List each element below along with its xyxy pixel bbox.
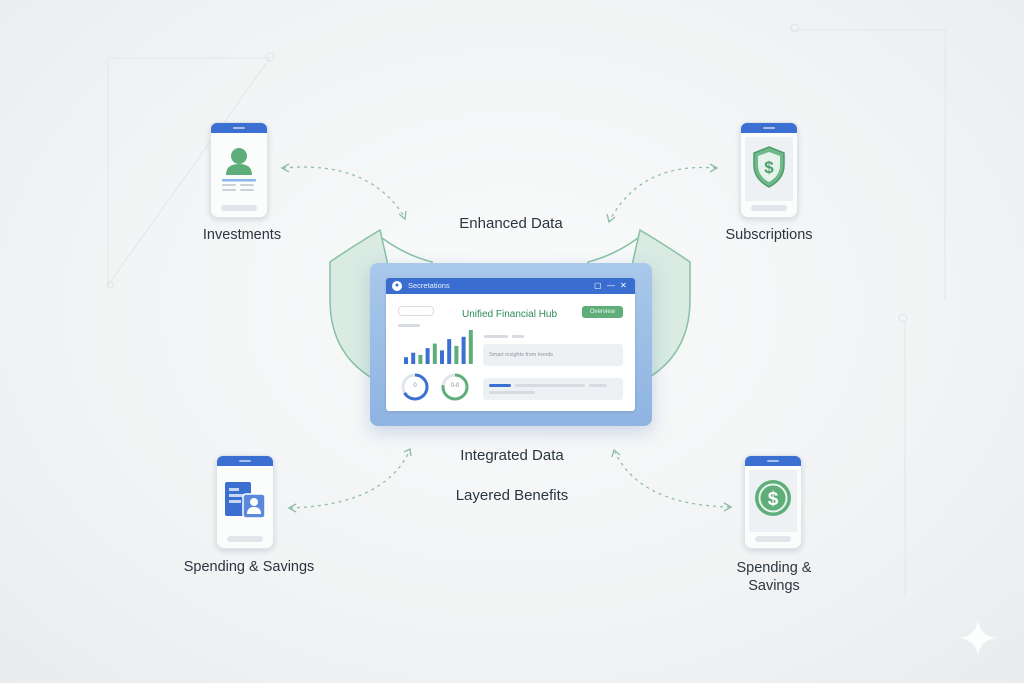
sparkle-icon — [960, 620, 996, 656]
insight-card-text: Smart insights from trends — [489, 352, 554, 358]
hub-app-icon: ● — [392, 281, 402, 291]
node-label-line-1: Spending & — [736, 560, 812, 576]
node-label-line-2: Savings — [748, 578, 800, 594]
node-label-subscriptions: Subscriptions — [725, 227, 813, 243]
shield-dollar-icon: $ — [753, 146, 785, 188]
hub-titlebar: ● Secretations ▢ — ✕ — [386, 278, 635, 294]
dollar-coin-icon: $ — [755, 480, 791, 516]
hub-bar — [454, 345, 459, 364]
placeholder-line — [484, 335, 508, 338]
phone-node-spending-savings-right: $ — [744, 455, 802, 549]
node-label-spending-savings-right: Spending & Savings — [718, 559, 830, 595]
hub-bar — [468, 330, 473, 364]
label-layered-benefits: Layered Benefits — [455, 487, 569, 504]
bg-frame-line-right — [790, 29, 946, 300]
hub-bar — [461, 336, 466, 364]
progress-line-primary — [489, 384, 511, 387]
connector-bottom-right — [614, 451, 731, 508]
hub-bar — [418, 354, 423, 364]
svg-text:$: $ — [764, 158, 774, 177]
minimize-icon[interactable]: — — [607, 281, 615, 290]
hub-bar-chart — [404, 330, 473, 364]
phone-node-investments — [210, 122, 268, 218]
label-integrated-data: Integrated Data — [460, 447, 564, 464]
user-profile-icon — [222, 148, 256, 191]
hub-bar — [404, 357, 408, 364]
hub-bar — [447, 339, 452, 364]
label-enhanced-data: Enhanced Data — [459, 215, 563, 232]
progress-card — [483, 378, 623, 400]
ring-gauge-left — [401, 373, 429, 401]
connector-bottom-left — [289, 449, 411, 509]
hub-app-name: Secretations — [408, 281, 450, 290]
maximize-icon[interactable]: ▢ — [594, 281, 602, 290]
hub-window: ● Secretations ▢ — ✕ Unified Financial H… — [386, 278, 635, 411]
hub-bar — [411, 352, 416, 364]
phone-node-spending-savings-left — [216, 455, 274, 549]
ring-right-value: 0-0 — [450, 383, 460, 389]
bg-node-dot — [265, 52, 275, 62]
arrowhead — [280, 163, 290, 173]
hub-title: Unified Financial Hub — [462, 309, 558, 320]
hub-search-input[interactable] — [398, 306, 434, 316]
ring-gauge-right — [441, 373, 469, 401]
node-label-spending-savings-left: Spending & Savings — [183, 559, 315, 575]
svg-text:$: $ — [768, 489, 779, 510]
hub-bar — [440, 350, 444, 364]
connector-top-left — [282, 166, 406, 219]
chart-caption-line — [398, 324, 420, 327]
hub-bar — [425, 348, 430, 364]
node-label-investments: Investments — [202, 227, 282, 243]
insight-card: Smart insights from trends — [483, 344, 623, 366]
hub-overview-button[interactable]: Overview — [582, 306, 623, 318]
connector-top-right — [608, 166, 717, 223]
close-icon[interactable]: ✕ — [620, 281, 627, 290]
document-user-icon — [225, 482, 266, 519]
ring-left-value: 0 — [413, 383, 417, 389]
hub-bar — [432, 343, 437, 364]
phone-node-subscriptions: $ — [740, 122, 798, 218]
